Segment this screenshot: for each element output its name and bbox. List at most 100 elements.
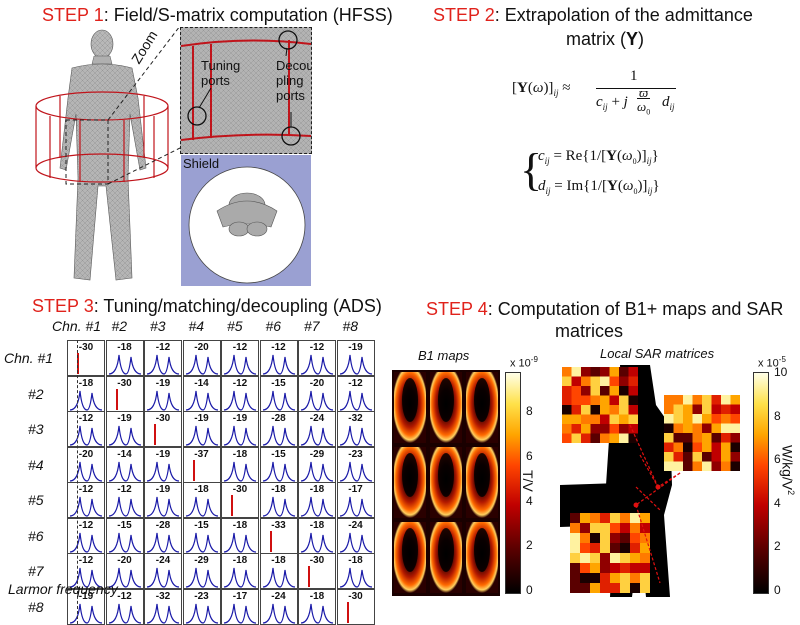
matrix-cell-value: -19 [155, 448, 171, 460]
matrix-cell-value: -33 [271, 519, 286, 531]
matrix-cell-value: -29 [309, 448, 325, 460]
resonance-curve [300, 354, 334, 375]
matrix-cell: -19 [221, 411, 259, 447]
resonance-curve [223, 461, 257, 482]
resonance-curve [185, 390, 218, 411]
matrix-cell: -24 [298, 411, 336, 447]
matrix-col-header: #7 [304, 318, 320, 334]
resonance-curve [269, 530, 272, 552]
matrix-cell: -12 [67, 517, 105, 554]
matrix-cell-value: -12 [78, 555, 94, 566]
resonance-curve [146, 567, 180, 588]
matrix-cell-value: -12 [117, 590, 132, 602]
matrix-cell-value: -12 [78, 413, 94, 424]
matrix-col-header: #2 [111, 318, 128, 334]
colorbar-tick: 2 [774, 539, 781, 554]
resonance-curve [223, 532, 257, 553]
matrix-cell: -18 [298, 517, 336, 554]
matrix-cell: -20 [182, 340, 221, 376]
resonance-curve [346, 601, 349, 623]
sar-unit-label: W/kg/V2 [779, 445, 796, 496]
b1-maps-label: B1 maps [418, 348, 470, 363]
matrix-row-header: #4 [28, 456, 44, 473]
resonance-curve [339, 354, 372, 375]
matrix-row-header: #7 [28, 563, 44, 579]
shield-cross-section [188, 166, 306, 284]
matrix-cell: -17 [336, 482, 375, 518]
resonance-curve [300, 496, 334, 517]
sar-matrix-1 [562, 367, 638, 443]
matrix-cell-value: -12 [78, 484, 94, 495]
matrix-cell: -15 [259, 375, 298, 412]
matrix-cell-value: -18 [117, 342, 132, 353]
matrix-cell: -15 [105, 517, 144, 554]
matrix-col-header: #5 [227, 318, 243, 334]
shield-label: Shield [183, 156, 220, 171]
matrix-row-header: #8 [28, 598, 44, 615]
resonance-curve [185, 425, 218, 446]
matrix-cell: -15 [259, 446, 298, 483]
matrix-cell-value: -18 [271, 555, 286, 566]
resonance-curve [231, 495, 233, 516]
matrix-cell-value: -18 [78, 377, 94, 389]
resonance-curve [300, 425, 334, 446]
resonance-curve [262, 603, 295, 624]
b1-maps-image [392, 370, 500, 596]
resonance-curve [262, 496, 295, 517]
resonance-curve [146, 354, 180, 375]
matrix-cell: -30 [144, 411, 182, 447]
step1-title: STEP 1: Field/S-matrix computation (HFSS… [42, 4, 393, 26]
colorbar-tick: 6 [774, 452, 781, 467]
resonance-curve [108, 567, 141, 588]
resonance-curve [262, 461, 295, 482]
resonance-curve [300, 390, 334, 411]
tuning-port-marker [187, 106, 207, 126]
matrix-cell-value: -20 [78, 448, 94, 460]
decoupling-ports-label: Decou pling ports [276, 58, 312, 103]
shield-view: Shield [181, 155, 311, 286]
b1-exponent: x 10-9 [510, 355, 538, 370]
matrix-cell: -20 [67, 446, 105, 483]
matrix-cell-value: -12 [309, 342, 325, 353]
matrix-cell: -19 [144, 375, 182, 412]
matrix-cell: -12 [259, 340, 298, 376]
matrix-cell: -12 [67, 411, 105, 447]
colorbar-tick: 8 [526, 404, 533, 419]
matrix-row-header: #3 [28, 421, 44, 437]
matrix-cell: -18 [259, 553, 298, 589]
resonance-curve [339, 496, 372, 517]
step4-number: STEP 4 [426, 299, 488, 319]
decoupling-port-marker-top [278, 30, 298, 50]
matrix-cell: -24 [336, 517, 375, 554]
resonance-curve [300, 532, 334, 553]
matrix-cell-value: -12 [78, 519, 94, 531]
matrix-cell: -19 [144, 482, 182, 518]
matrix-cell: -33 [259, 517, 298, 554]
matrix-cell-value: -30 [232, 484, 248, 495]
matrix-col-header: Chn. #1 [52, 318, 102, 334]
resonance-curve [300, 603, 334, 624]
matrix-cell: -29 [182, 553, 221, 589]
matrix-cell: -28 [259, 411, 298, 447]
matrix-cell-value: -18 [309, 484, 325, 495]
step4-title: STEP 4: Computation of B1+ maps and SAR [426, 298, 783, 320]
resonance-curve [69, 425, 103, 446]
step1-text: : Field/S-matrix computation (HFSS) [103, 5, 393, 25]
matrix-cell: -19 [182, 411, 221, 447]
matrix-cell-value: -12 [117, 484, 132, 495]
matrix-cell: -29 [298, 446, 336, 483]
resonance-curve [300, 461, 334, 482]
sar-exponent: x 10-5 [758, 355, 786, 370]
colorbar-tick: 6 [526, 448, 533, 463]
zoom-inset: Tuning ports Decou pling ports [180, 27, 312, 154]
matrix-cell: -15 [182, 517, 221, 554]
resonance-curve [339, 461, 372, 482]
matrix-cell-value: -19 [194, 413, 209, 424]
matrix-cell: -12 [105, 482, 144, 518]
colorbar-tick: 2 [526, 538, 533, 553]
matrix-cell-value: -20 [309, 377, 325, 389]
matrix-cell: -32 [336, 411, 375, 447]
b1-unit-label: T/V [520, 470, 536, 492]
